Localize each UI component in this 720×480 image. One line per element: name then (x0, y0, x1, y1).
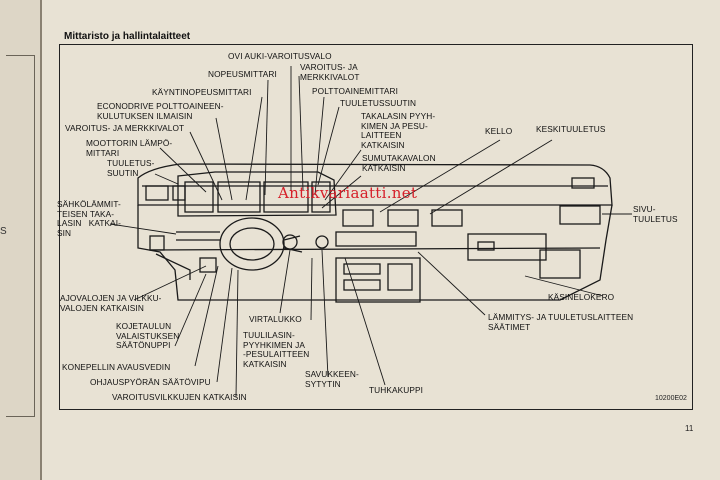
label-ovi-auki-varoitusvalo: OVI AUKI-VAROITUSVALO (228, 51, 332, 61)
left-page-fragment: S (0, 226, 7, 237)
label-kello: KELLO (485, 126, 513, 136)
label-polttoainemittari: POLTTOAINEMITTARI (312, 86, 399, 96)
label-tuuletussuutin-right: TUULETUSSUUTIN (340, 98, 417, 108)
page-title: Mittaristo ja hallintalaitteet (64, 31, 191, 42)
left-page-border (6, 55, 35, 417)
figure-code: 10200E02 (655, 395, 687, 402)
label-savukkeensytytin: SAVUKKEEN- SYTYTIN (305, 369, 359, 389)
label-sivutuuletus: SIVU- TUULETUS (633, 204, 678, 224)
label-konepellin-avausvedin: KONEPELLIN AVAUSVEDIN (62, 362, 171, 372)
label-kojetaulun-valaistus: KOJETAULUN VALAISTUKSEN SÄÄTÖNUPPI (116, 321, 180, 351)
label-econodrive: ECONODRIVE POLTTOAINEEN- KULUTUKSEN ILMA… (97, 101, 224, 121)
label-kayntinopeusmittari: KÄYNTINOPEUSMITTARI (152, 87, 252, 97)
label-lammitys-ja-tuuletus: LÄMMITYS- JA TUULETUSLAITTEEN SÄÄTIMET (488, 312, 634, 332)
label-virtalukko: VIRTALUKKO (249, 314, 302, 324)
label-keskituuletus: KESKITUULETUS (536, 124, 606, 134)
manual-page (42, 0, 720, 480)
label-moottorin-lampomittari: MOOTTORIN LÄMPÖ- MITTARI (86, 138, 173, 158)
label-tuuletussuutin-left: TUULETUS- SUUTIN (107, 158, 155, 178)
left-page-edge: S (0, 0, 42, 480)
page-number: 11 (685, 424, 694, 433)
label-varoitus-ja-merkkivalot-right: VAROITUS- JA MERKKIVALOT (300, 62, 360, 82)
label-kasinelokero: KÄSINELOKERO (548, 292, 615, 302)
label-ohjauspyoran-saatovipu: OHJAUSPYÖRÄN SÄÄTÖVIPU (90, 377, 211, 387)
figure-frame (59, 44, 693, 410)
watermark: Antikvariaatti.net (278, 184, 418, 202)
label-varoitusvilkkujen-katkaisin: VAROITUSVILKKUJEN KATKAISIN (112, 392, 247, 402)
label-sahkolammitteisen-takalasin-katkaisin: SÄHKÖLÄMMIT- TEISEN TAKA- LASIN KATKAI- … (57, 199, 122, 238)
label-takalasin-pyyhkimen-katkaisin: TAKALASIN PYYH- KIMEN JA PESU- LAITTEEN … (361, 111, 436, 150)
label-sumutakavalon-katkaisin: SUMUTAKAVALON KATKAISIN (362, 153, 436, 173)
label-tuhkakuppi: TUHKAKUPPI (369, 385, 424, 395)
label-varoitus-ja-merkkivalot-left: VAROITUS- JA MERKKIVALOT (65, 123, 185, 133)
label-nopeusmittari: NOPEUSMITTARI (208, 69, 277, 79)
label-tuulilasin-pyyhkimen-katkaisin: TUULILASIN- PYYHKIMEN JA -PESULAITTEEN K… (243, 330, 310, 369)
label-ajovalojen-katkaisin: AJOVALOJEN JA VILKKU- VALOJEN KATKAISIN (60, 293, 162, 313)
